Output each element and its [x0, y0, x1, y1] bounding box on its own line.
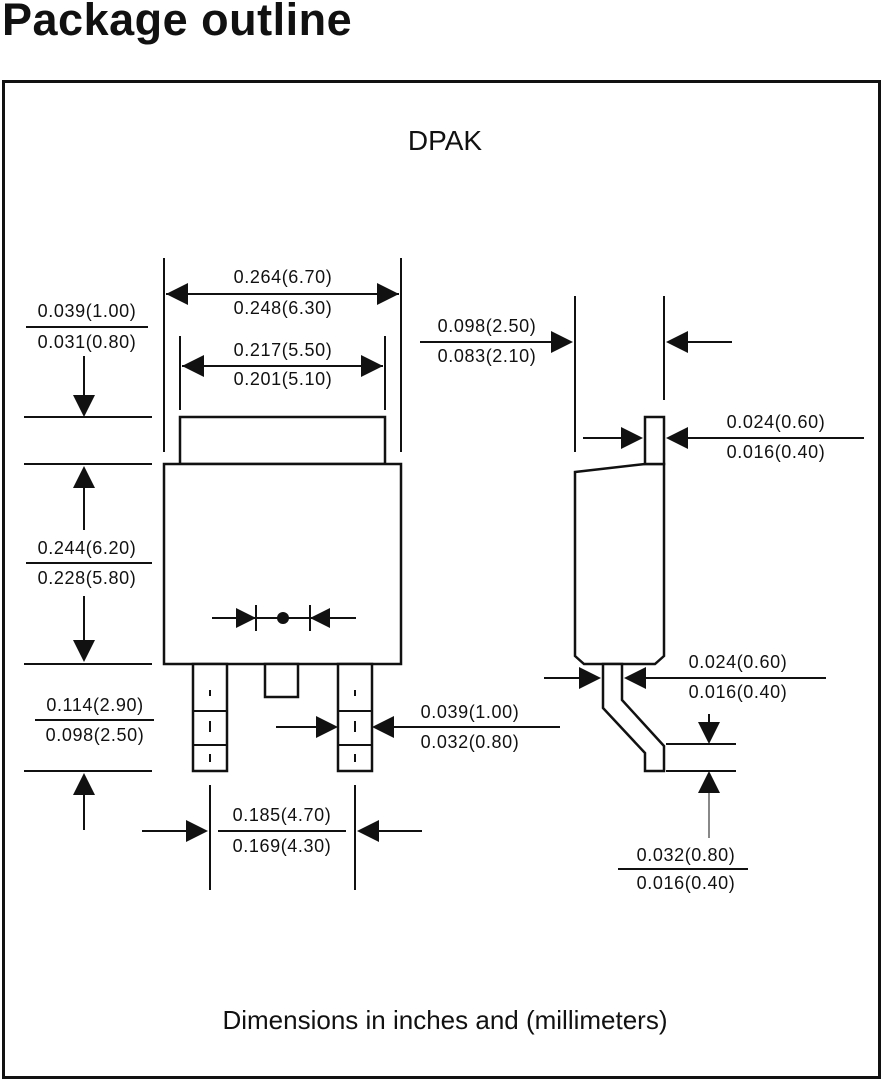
- overall-thickness-max: 0.098(2.50): [438, 316, 537, 336]
- left-lead: [191, 662, 229, 773]
- tab-thickness-dimension: 0.024(0.60) 0.016(0.40): [583, 412, 864, 462]
- lead-length-min: 0.098(2.50): [46, 725, 145, 745]
- lead-pitch-max: 0.185(4.70): [233, 805, 332, 825]
- lead-length-dimension: 0.114(2.90) 0.098(2.50): [24, 695, 154, 830]
- body-outline: [162, 462, 403, 666]
- body-height-dimension: 0.244(6.20) 0.228(5.80): [24, 463, 152, 665]
- lead-pitch-dimension: 0.185(4.70) 0.169(4.30): [142, 785, 422, 890]
- center-marker: [212, 605, 356, 631]
- lead-width-min: 0.032(0.80): [421, 732, 520, 752]
- tab-height-dimension: 0.039(1.00) 0.031(0.80): [24, 301, 152, 418]
- lead-pitch-min: 0.169(4.30): [233, 836, 332, 856]
- lead-thickness-dimension: 0.024(0.60) 0.016(0.40): [544, 652, 826, 702]
- side-view: [573, 415, 666, 773]
- standoff-dimension: 0.032(0.80) 0.016(0.40): [618, 714, 748, 893]
- right-lead: [336, 662, 374, 773]
- side-tab-outline: [643, 415, 666, 466]
- body-width-dimension: 0.264(6.70) 0.248(6.30): [163, 258, 402, 452]
- tab-height-max: 0.039(1.00): [38, 301, 137, 321]
- tab-width-max: 0.217(5.50): [234, 340, 333, 360]
- lead-thickness-max: 0.024(0.60): [689, 652, 788, 672]
- lead-width-max: 0.039(1.00): [421, 702, 520, 722]
- page-title: Package outline: [2, 0, 353, 45]
- lead-thickness-min: 0.016(0.40): [689, 682, 788, 702]
- lead-width-dimension: 0.039(1.00) 0.032(0.80): [276, 702, 560, 752]
- standoff-min: 0.016(0.40): [637, 873, 736, 893]
- body-height-min: 0.228(5.80): [38, 568, 137, 588]
- side-lead-outline: [601, 662, 666, 773]
- tab-width-dimension: 0.217(5.50) 0.201(5.10): [179, 336, 386, 410]
- overall-thickness-dimension: 0.098(2.50) 0.083(2.10): [420, 296, 732, 452]
- tab-thickness-max: 0.024(0.60): [727, 412, 826, 432]
- overall-thickness-min: 0.083(2.10): [438, 346, 537, 366]
- side-body-outline: [573, 462, 666, 666]
- body-width-min: 0.248(6.30): [234, 298, 333, 318]
- lead-length-max: 0.114(2.90): [46, 695, 143, 715]
- tab-thickness-min: 0.016(0.40): [727, 442, 826, 462]
- body-width-max: 0.264(6.70): [234, 267, 333, 287]
- dimensions-note: Dimensions in inches and (millimeters): [222, 1005, 667, 1035]
- tab-width-min: 0.201(5.10): [234, 369, 333, 389]
- top-view: [162, 415, 403, 773]
- body-height-max: 0.244(6.20): [38, 538, 137, 558]
- center-lead-stub: [263, 662, 300, 699]
- tab-height-min: 0.031(0.80): [38, 332, 137, 352]
- tab-outline: [178, 415, 387, 466]
- standoff-max: 0.032(0.80): [637, 845, 736, 865]
- package-name: DPAK: [408, 125, 482, 156]
- drawing-frame: [2, 80, 881, 1079]
